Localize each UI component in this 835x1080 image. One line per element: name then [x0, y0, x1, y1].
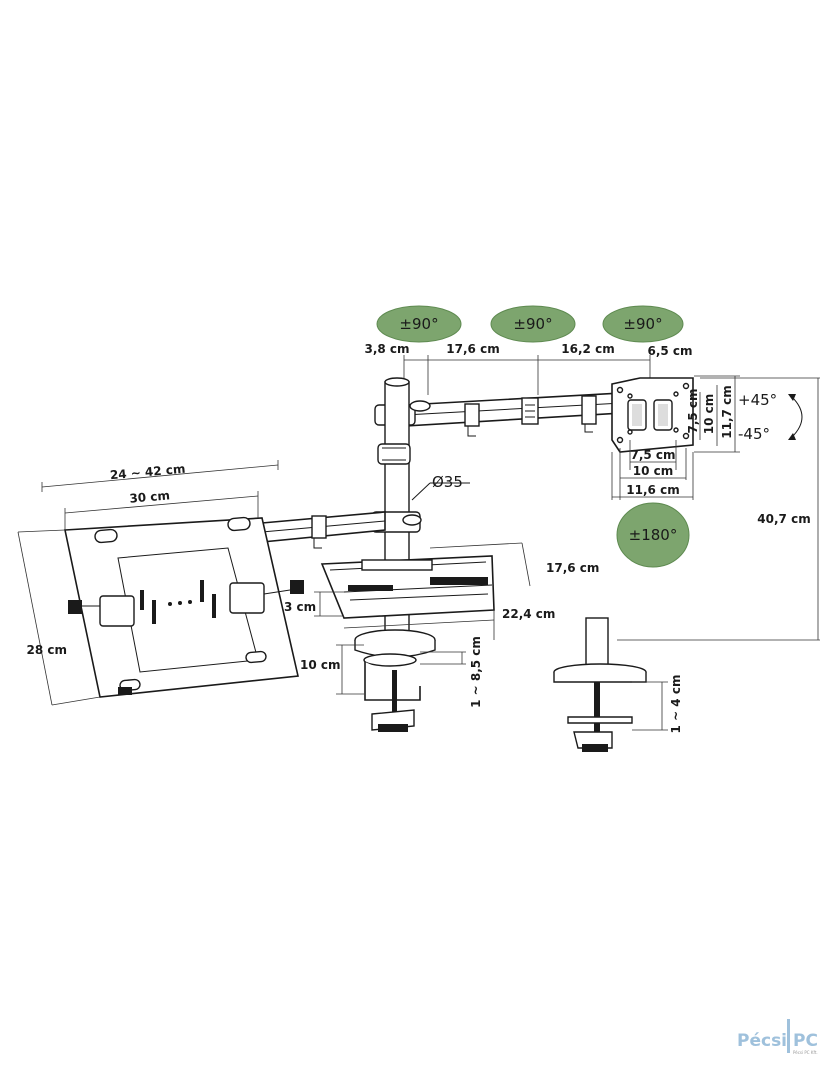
dim-vesa-offset: 6,5 cm	[647, 344, 692, 358]
svg-text:±90°: ±90°	[623, 315, 662, 333]
dim-shelf-height: 3 cm	[284, 600, 316, 614]
desk-clamp: 10 cm 1 ~ 8,5 cm	[300, 629, 483, 732]
shelf: 17,6 cm 3 cm 22,4 cm	[284, 542, 599, 640]
dim-arm-segment-2: 16,2 cm	[561, 342, 614, 356]
logo-tagline: Pécsi PC Kft.	[793, 1050, 818, 1055]
dim-vesa-plate-h: 11,7 cm	[720, 385, 734, 438]
dim-shelf-depth: 17,6 cm	[546, 561, 599, 575]
laptop-tray	[64, 516, 304, 698]
dim-grommet-range: 1 ~ 4 cm	[669, 675, 683, 734]
top-arm-dimensions: 3,8 cm 17,6 cm 16,2 cm 6,5 cm	[364, 342, 693, 395]
logo-brand-left: Pécsi	[737, 1031, 787, 1051]
dim-vesa-small-h: 7,5 cm	[686, 388, 700, 433]
lower-arm	[250, 511, 386, 552]
badge-arm-joint-2: ±90°	[490, 305, 576, 343]
dim-total-height: 40,7 cm	[757, 512, 810, 526]
svg-text:±90°: ±90°	[513, 315, 552, 333]
brand-logo: Pécsi PC Pécsi PC Kft.	[737, 1019, 818, 1055]
grommet-mount: 1 ~ 4 cm	[553, 617, 683, 752]
laptop-tray-dimensions: 24 ~ 42 cm 30 cm 28 cm	[17, 460, 279, 706]
dim-laptop-tray-width: 30 cm	[129, 488, 171, 505]
badge-arm-joint-3: ±90°	[602, 305, 684, 343]
dim-laptop-width-range: 24 ~ 42 cm	[109, 462, 186, 483]
dim-vesa-small-w: 7,5 cm	[630, 448, 675, 462]
tilt-up-label: +45°	[738, 391, 777, 409]
tilt-indicator: +45° -45°	[738, 391, 803, 443]
logo-brand-right: PC	[793, 1031, 818, 1051]
tilt-down-label: -45°	[738, 425, 770, 443]
dim-arm-segment-1: 17,6 cm	[446, 342, 499, 356]
dim-vesa-mid-h: 10 cm	[702, 394, 716, 435]
upper-arm	[374, 391, 641, 437]
dim-clamp-range: 1 ~ 8,5 cm	[469, 636, 483, 708]
dim-vesa-mid-w: 10 cm	[633, 464, 674, 478]
dim-pole-diameter: Ø35	[432, 473, 463, 491]
svg-text:±180°: ±180°	[629, 526, 678, 544]
dim-pole-offset: 3,8 cm	[364, 342, 409, 356]
badge-screen-rotation: ±180°	[616, 502, 690, 568]
vesa-dimensions: 7,5 cm 10 cm 11,7 cm 7,5 cm 10 cm 11,6 c…	[611, 375, 740, 500]
vesa-plate	[611, 377, 694, 453]
total-height-dimension: 40,7 cm	[617, 377, 820, 641]
badge-arm-joint-1: ±90°	[376, 305, 462, 343]
dim-shelf-width: 22,4 cm	[502, 607, 555, 621]
dim-clamp-height: 10 cm	[300, 658, 341, 672]
dim-vesa-plate-w: 11,6 cm	[626, 483, 679, 497]
dim-laptop-tray-depth: 28 cm	[27, 643, 68, 657]
svg-text:±90°: ±90°	[399, 315, 438, 333]
